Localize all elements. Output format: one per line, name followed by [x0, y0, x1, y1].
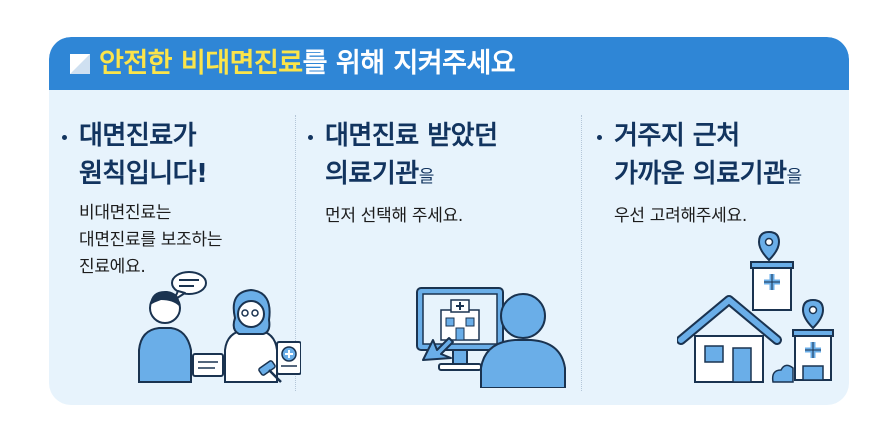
column-divider: [295, 115, 296, 391]
column-description: 비대면진료는 대면진료를 보조하는 진료에요.: [59, 200, 289, 281]
title-line: 의료기관을: [325, 155, 575, 196]
speech-bubble-icon: [171, 271, 207, 301]
medical-document-icon: [276, 341, 301, 375]
description-line: 먼저 선택해 주세요.: [325, 206, 464, 226]
hospital-building-icon: [750, 261, 794, 311]
column-previous-clinic: 대면진료 받았던 의료기관을 먼저 선택해 주세요.: [305, 117, 575, 230]
banner-title-highlight: 안전한 비대면진료: [99, 48, 303, 79]
square-bullet-icon: [70, 54, 90, 74]
title-bold: 의료기관: [325, 159, 419, 189]
title-bold: 가까운 의료기관: [614, 159, 787, 189]
banner-title: 안전한 비대면진료를 위해 지켜주세요: [99, 46, 516, 82]
patient-figure-icon: [138, 290, 192, 383]
column-title: 대면진료 받았던 의료기관을: [305, 117, 575, 196]
column-description: 먼저 선택해 주세요.: [305, 203, 575, 230]
location-pin-icon: [757, 230, 781, 262]
column-nearby-clinic: 거주지 근처 가까운 의료기관을 우선 고려해주세요.: [594, 117, 844, 230]
info-card: 안전한 비대면진료를 위해 지켜주세요 대면진료가 원칙입니다! 비대면진료는 …: [49, 37, 849, 405]
description-line: 대면진료를 보조하는: [79, 230, 223, 250]
house-hospital-illustration: [677, 230, 834, 383]
description-line: 우선 고려해주세요.: [614, 206, 747, 226]
title-particle: 을: [418, 167, 435, 187]
house-icon: [677, 295, 782, 383]
gavel-icon: [258, 360, 282, 383]
description-line: 비대면진료는: [79, 203, 172, 223]
title-particle: 을: [786, 167, 803, 187]
column-divider: [581, 115, 582, 391]
bush-icon: [771, 364, 794, 383]
header-banner: 안전한 비대면진료를 위해 지켜주세요: [49, 37, 849, 90]
tablet-icon: [192, 353, 224, 377]
title-line: 대면진료 받았던: [325, 121, 498, 151]
column-face-to-face: 대면진료가 원칙입니다! 비대면진료는 대면진료를 보조하는 진료에요.: [59, 117, 289, 281]
banner-title-rest: 를 위해 지켜주세요: [302, 48, 516, 79]
column-title: 대면진료가 원칙입니다!: [59, 117, 289, 193]
title-line: 원칙입니다!: [79, 159, 208, 189]
user-back-figure-icon: [480, 293, 566, 388]
column-description: 우선 고려해주세요.: [594, 203, 844, 230]
location-pin-icon: [801, 298, 825, 330]
description-line: 진료에요.: [79, 257, 146, 277]
title-line: 가까운 의료기관을: [614, 155, 844, 196]
computer-booking-illustration: [416, 287, 566, 388]
column-title: 거주지 근처 가까운 의료기관을: [594, 117, 844, 196]
title-line: 거주지 근처: [614, 121, 740, 151]
hospital-building-icon: [792, 329, 834, 381]
hospital-building-icon: [440, 299, 480, 341]
cursor-arrow-icon: [422, 337, 454, 361]
title-line: 대면진료가: [79, 121, 197, 151]
doctor-patient-illustration: [138, 271, 301, 383]
